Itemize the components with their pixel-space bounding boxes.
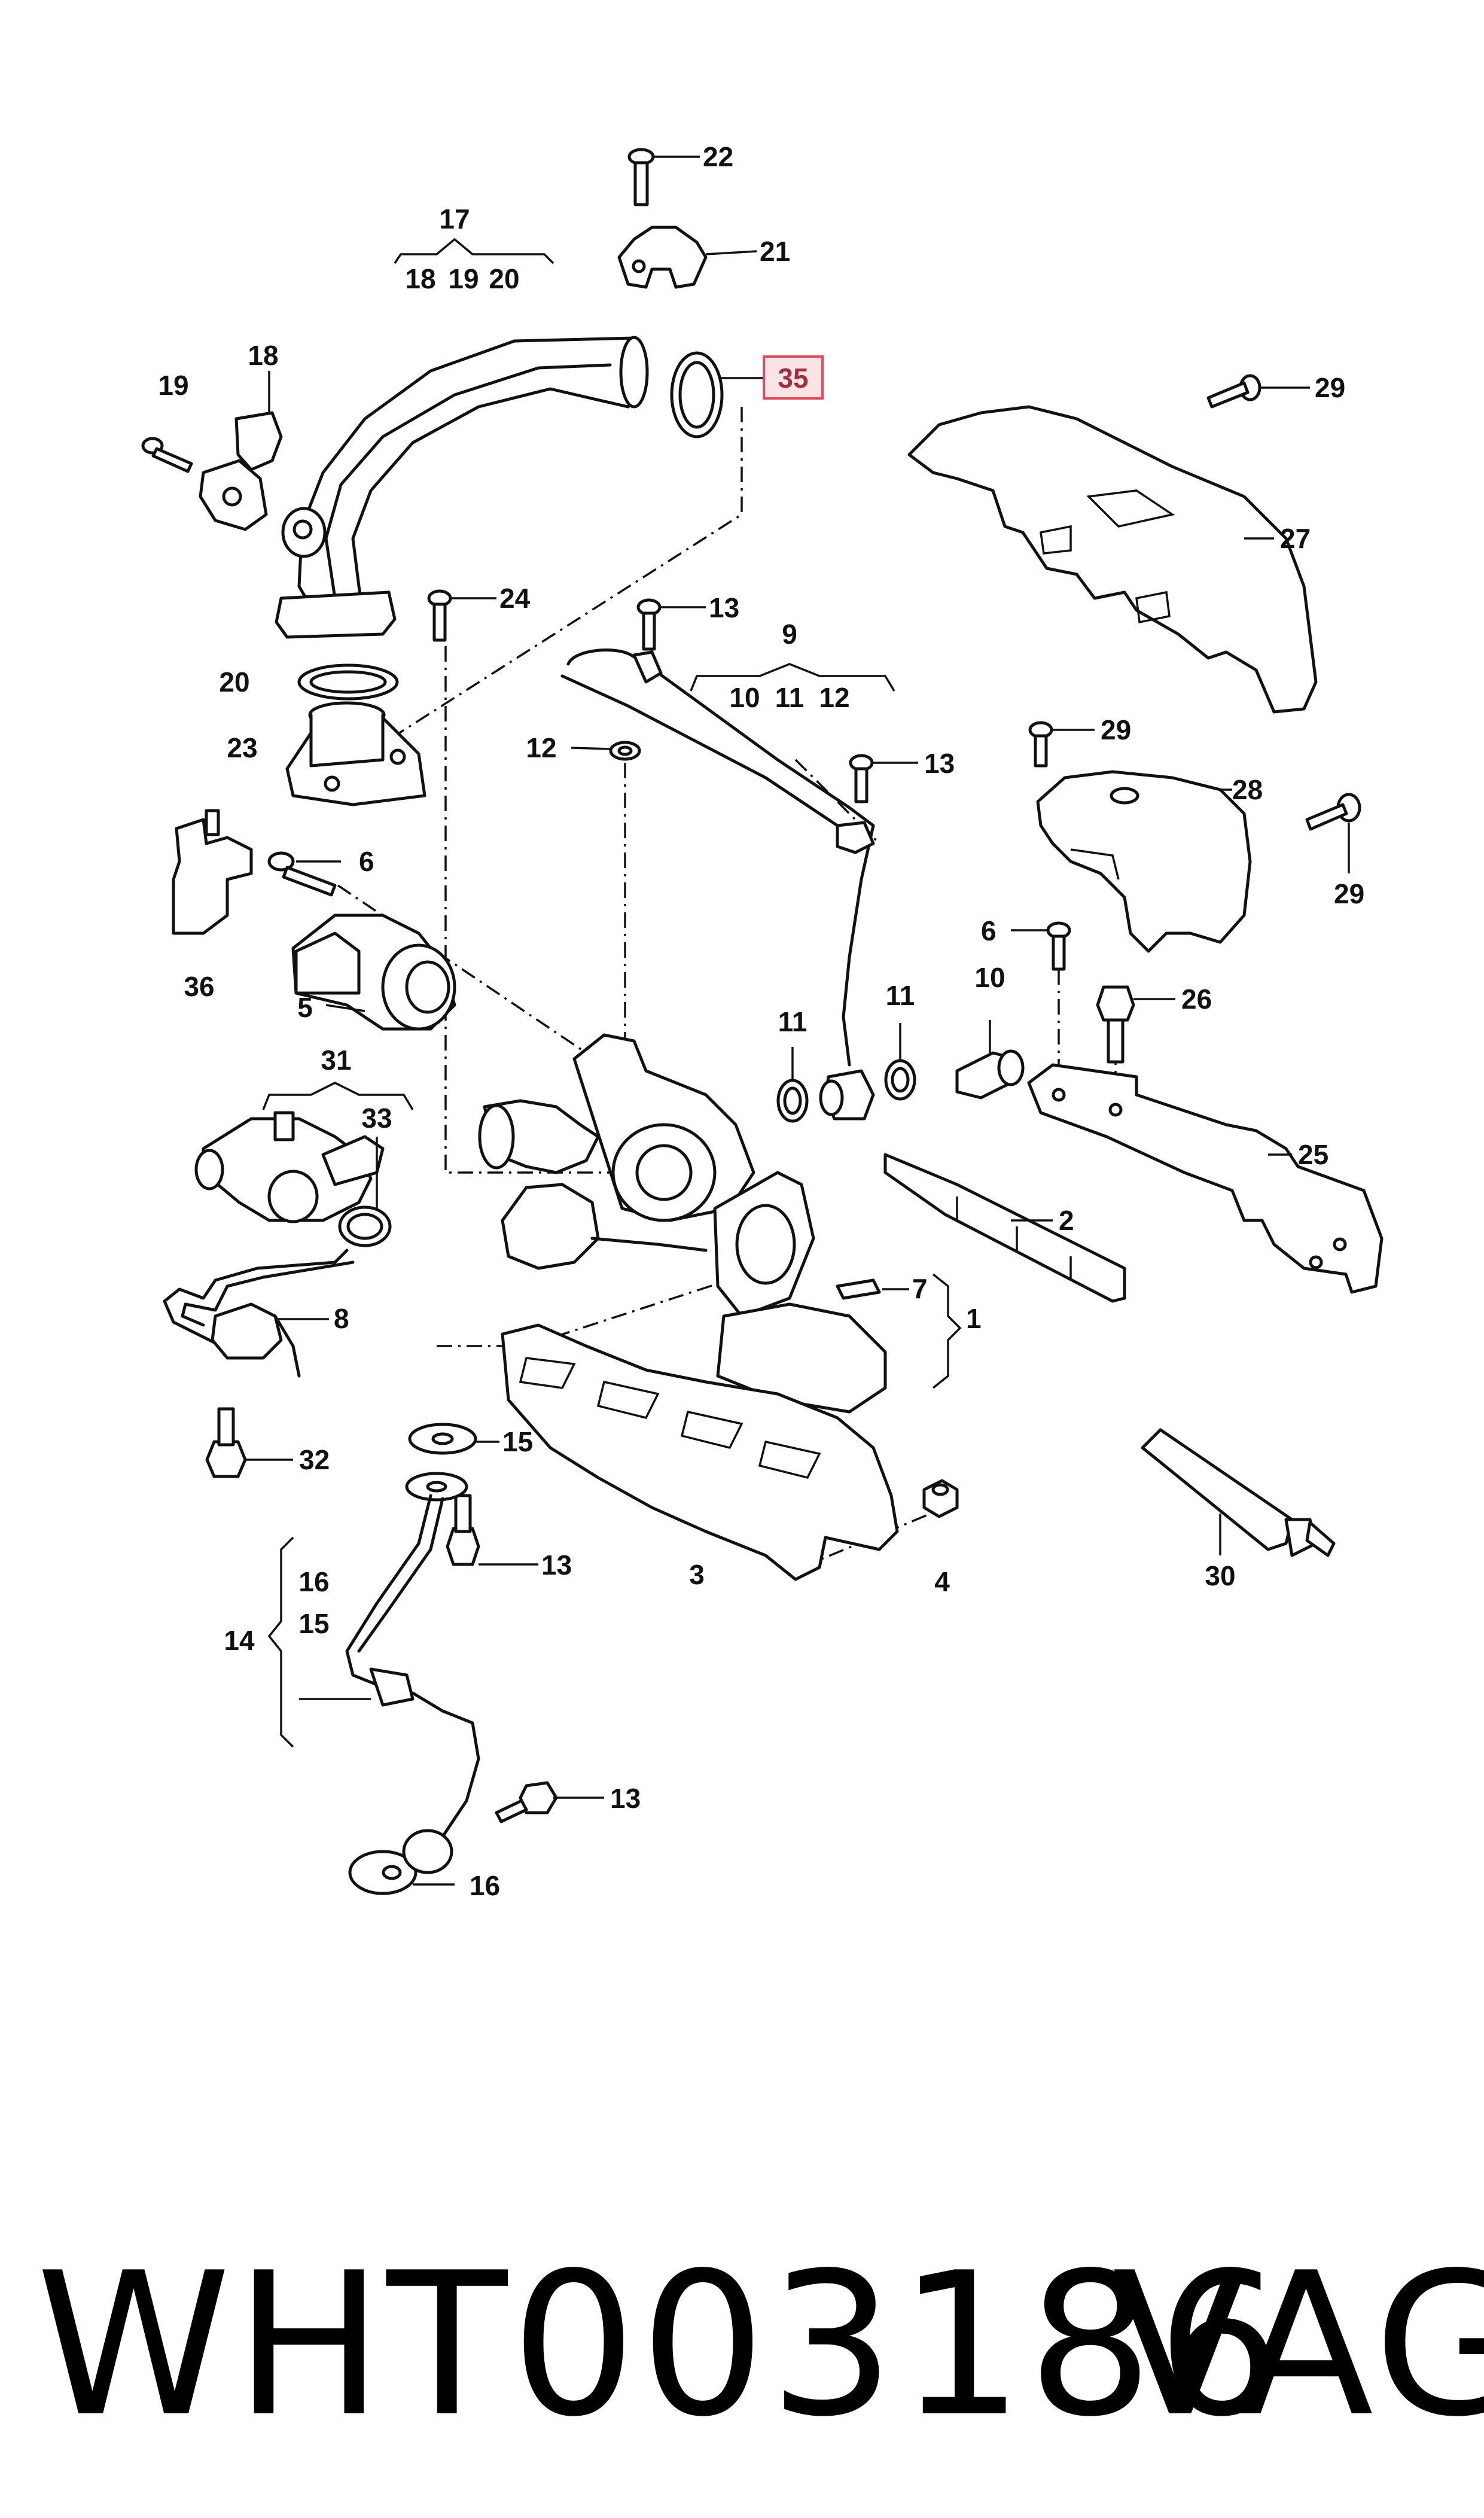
screw-24 <box>427 589 496 642</box>
bracket-36 <box>172 809 253 935</box>
plate-25 <box>1027 1063 1384 1294</box>
callout-7: 7 <box>912 1273 928 1304</box>
callout-11-group: 11 <box>775 682 805 713</box>
o-ring-33 <box>338 1137 392 1247</box>
callout-19-group: 19 <box>448 263 479 294</box>
callout-11-left: 11 <box>778 1006 807 1037</box>
callout-16-group: 16 <box>298 1566 329 1597</box>
turbocharger-assembly <box>478 1033 887 1414</box>
callout-13-right: 13 <box>924 748 955 779</box>
washer-12 <box>571 741 641 761</box>
gasket-20 <box>297 663 399 701</box>
callout-23: 23 <box>227 732 257 763</box>
callout-27: 27 <box>1280 523 1311 554</box>
screw-29-top <box>1206 374 1310 409</box>
callout-10-group: 10 <box>729 682 760 713</box>
callout-6-left: 6 <box>359 846 374 877</box>
highlight-box <box>763 355 824 400</box>
callout-3: 3 <box>689 1559 705 1590</box>
screw-29-right <box>1305 793 1361 873</box>
actuator-5 <box>291 914 456 1031</box>
callout-15: 15 <box>502 1426 533 1457</box>
callout-1: 1 <box>966 1303 982 1334</box>
callout-30: 30 <box>1205 1560 1235 1591</box>
screw-19 <box>141 437 193 473</box>
callout-18-group: 18 <box>405 263 435 294</box>
callout-8: 8 <box>334 1303 349 1334</box>
bolt-26 <box>1096 985 1175 1064</box>
callout-15-group: 15 <box>298 1608 329 1639</box>
bolt-32 <box>205 1407 293 1478</box>
callout-14: 14 <box>224 1625 255 1656</box>
manifold-3 <box>501 1323 899 1581</box>
callout-5: 5 <box>297 992 313 1023</box>
callout-12: 12 <box>526 732 556 763</box>
callout-18: 18 <box>248 340 278 371</box>
screw-6-left <box>267 851 341 897</box>
screw-6-right <box>1011 921 1071 971</box>
callout-36: 36 <box>184 971 214 1002</box>
callout-6-right: 6 <box>981 915 997 946</box>
clamp-21 <box>617 226 757 289</box>
callout-17: 17 <box>439 203 470 235</box>
callout-19: 19 <box>158 370 188 401</box>
callout-11-right: 11 <box>886 980 915 1011</box>
callout-2: 2 <box>1059 1205 1074 1236</box>
valve-31 <box>194 1111 385 1223</box>
charge-pipe-17 <box>275 336 649 639</box>
part-number: WHT003186 <box>36 2230 1286 2460</box>
callout-35: 35 <box>778 363 808 394</box>
screw-22 <box>627 148 700 206</box>
callout-28: 28 <box>1232 774 1263 805</box>
callout-9: 9 <box>782 619 797 650</box>
heat-shield-27 <box>907 405 1318 714</box>
group-brackets <box>262 238 962 1748</box>
heat-shield-28 <box>1036 770 1252 953</box>
oil-return-pipe-14 <box>299 1423 499 1895</box>
callout-4: 4 <box>934 1566 950 1597</box>
callout-13-lower: 13 <box>541 1549 572 1581</box>
callout-32: 32 <box>299 1444 330 1475</box>
o-ring-35 <box>670 351 766 439</box>
callout-12-group: 12 <box>819 682 849 713</box>
callout-20-group: 20 <box>489 263 519 294</box>
callout-29-right: 29 <box>1334 878 1364 909</box>
gasket-strip-2 <box>883 1153 1126 1303</box>
screw-13-top <box>636 598 706 651</box>
screw-13-lower <box>446 1494 538 1566</box>
callout-10: 10 <box>974 962 1005 993</box>
seal-11-right <box>884 1023 916 1101</box>
callout-29-mid: 29 <box>1101 714 1131 745</box>
callout-22: 22 <box>703 141 733 172</box>
oil-pipe-9 <box>560 648 875 1121</box>
callout-33: 33 <box>361 1103 392 1134</box>
callout-31: 31 <box>321 1045 351 1076</box>
seal-11-left <box>776 1047 809 1123</box>
callout-29-top: 29 <box>1315 372 1345 403</box>
flange-23 <box>285 701 426 806</box>
callout-labels: 35 22 21 17 18 19 20 18 19 29 27 24 13 9… <box>158 141 1364 1901</box>
banjo-bolt-10 <box>955 1020 1025 1100</box>
callout-21: 21 <box>760 236 790 267</box>
callout-20: 20 <box>219 666 249 698</box>
brand-name: VAG <box>1113 2230 1484 2460</box>
sealant-tube-30 <box>1141 1428 1336 1557</box>
sensor-18 <box>199 371 283 531</box>
screw-13-bottom <box>495 1781 604 1823</box>
callout-25: 25 <box>1298 1139 1328 1170</box>
stud-7 <box>836 1278 909 1300</box>
callout-26: 26 <box>1181 984 1212 1015</box>
callout-16: 16 <box>470 1870 500 1901</box>
screw-29-mid <box>1028 721 1095 768</box>
callout-13-top: 13 <box>709 592 739 623</box>
footer: WHT003186 VAG <box>36 2213 1484 2477</box>
hose-8 <box>163 1249 355 1378</box>
callout-13-bottom: 13 <box>610 1783 641 1814</box>
screw-13-right <box>849 754 918 803</box>
callout-24: 24 <box>499 583 531 614</box>
nut-4 <box>922 1479 959 1518</box>
